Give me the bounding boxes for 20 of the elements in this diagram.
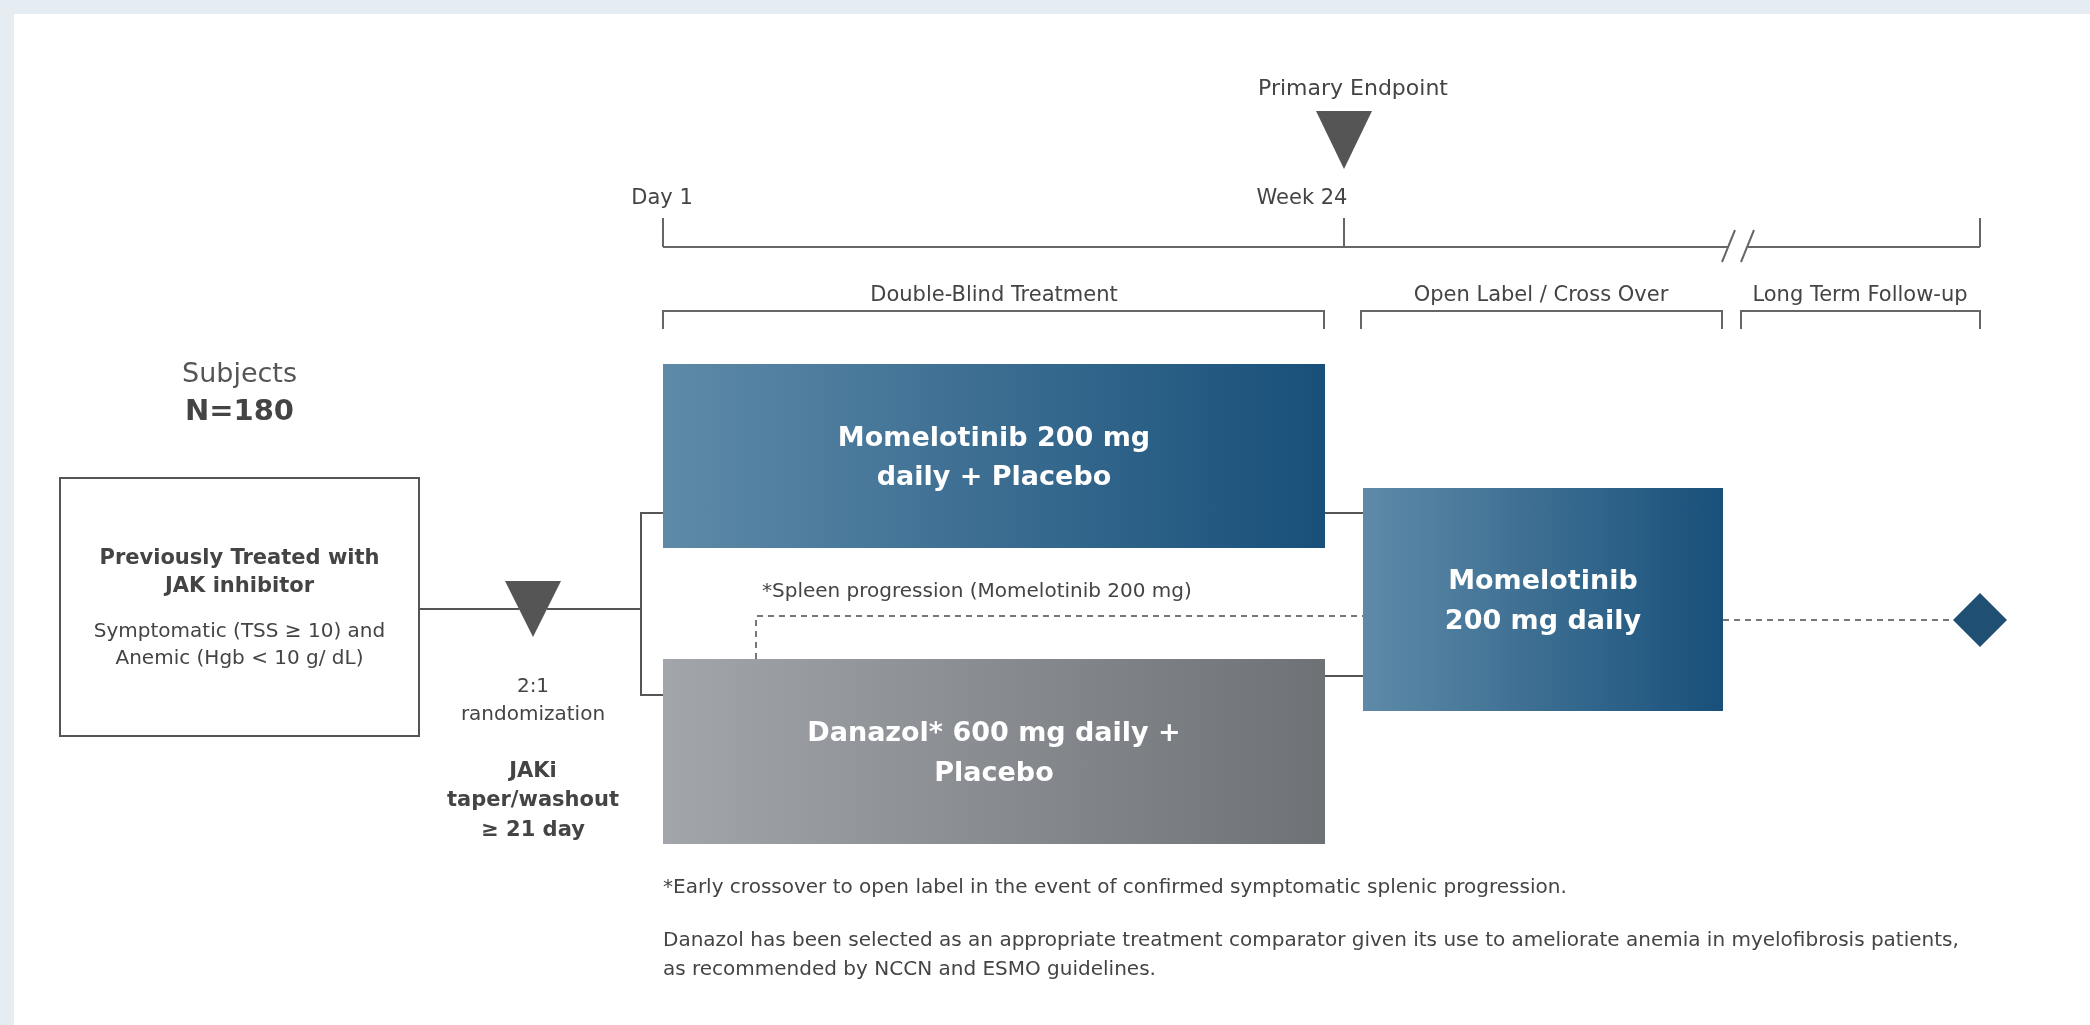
phase-label: Long Term Follow-up bbox=[1752, 281, 1968, 308]
treatment-text: Danazol* 600 mg daily + Placebo bbox=[806, 715, 1182, 789]
footnote: Danazol has been selected as an appropriate treatment comparator given its use to ameliorate anemia in myelofibrosis patients, as recommended by NCCN and ESMO guidelines. bbox=[663, 926, 1960, 982]
timepoint-label: Day 1 bbox=[631, 184, 693, 211]
connector-line bbox=[1324, 512, 1364, 514]
node-note: JAKi taper/washout ≥ 21 day bbox=[446, 757, 620, 843]
footnote: *Early crossover to open label in the event of confirmed symptomatic splenic progression. bbox=[663, 873, 1568, 900]
box-text: Symptomatic (TSS ≥ 10) and Anemic (Hgb < 10 g/ dL) bbox=[92, 617, 387, 672]
box-heading: Previously Treated with JAK inhibitor bbox=[98, 543, 381, 599]
group-heading: Subjects bbox=[182, 357, 297, 388]
sample-size: N=180 bbox=[184, 393, 295, 427]
phase-label: Open Label / Cross Over bbox=[1413, 281, 1669, 308]
phase-label: Double-Blind Treatment bbox=[870, 281, 1118, 308]
treatment-text: Momelotinib 200 mg daily bbox=[1443, 563, 1643, 637]
endpoint-label: Primary Endpoint bbox=[1258, 74, 1448, 102]
treatment-text: Momelotinib 200 mg daily + Placebo bbox=[836, 419, 1152, 493]
connector-line bbox=[1324, 675, 1364, 677]
node-caption: 2:1 randomization bbox=[459, 672, 607, 727]
timepoint-label: Week 24 bbox=[1256, 184, 1348, 211]
connector-line bbox=[419, 608, 520, 610]
